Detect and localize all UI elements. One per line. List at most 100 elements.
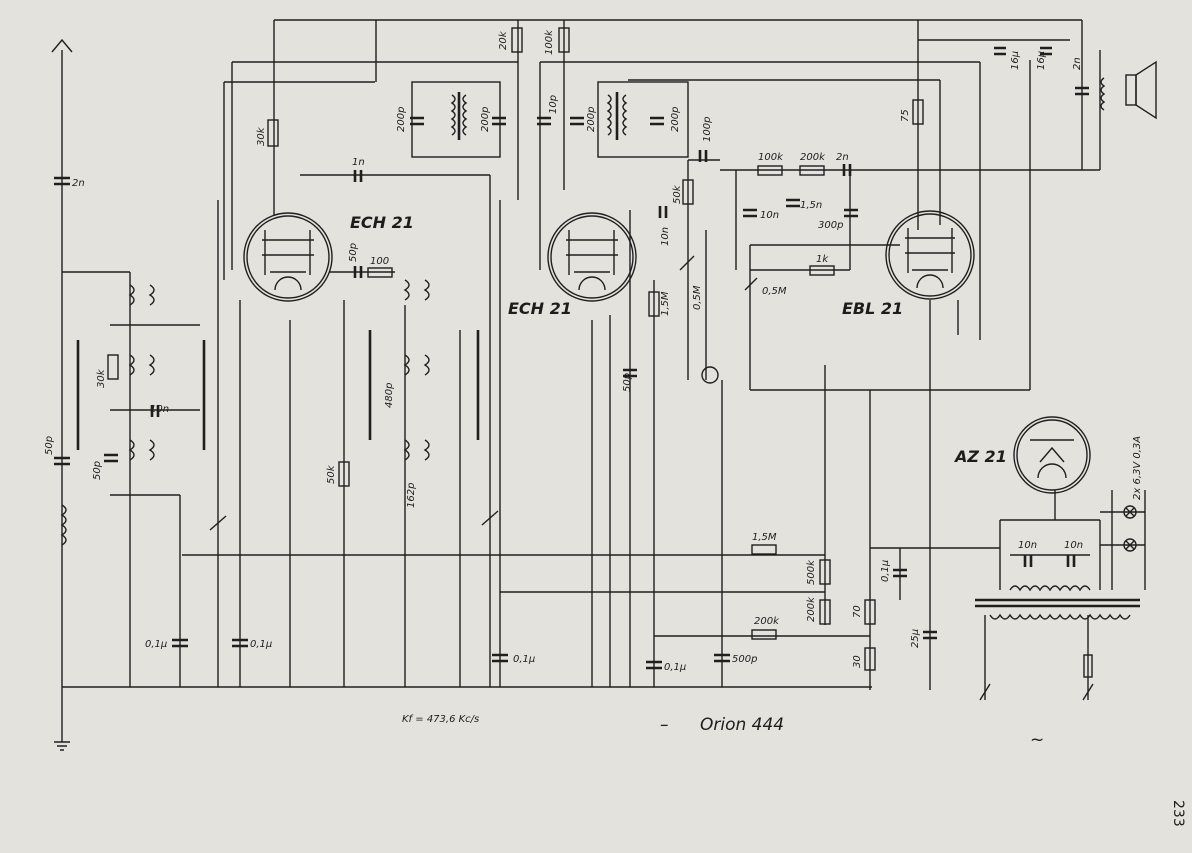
speaker-icon: [1100, 60, 1157, 120]
label-c-1n: 1n: [352, 157, 365, 168]
label-c-162p: 162p: [406, 483, 417, 508]
component-labels: 2n 50p 30k 10n 50p 0,1μ 0,1μ 30k 1n 50p …: [44, 29, 1143, 673]
label-r-75: 75: [900, 109, 911, 122]
label-c-50p-if: 50p: [348, 243, 359, 262]
ground-icon: [54, 700, 70, 751]
if-transformer-2: [597, 81, 689, 158]
label-lamps: 2x 6,3V 0,3A: [1132, 436, 1143, 500]
label-c-10n-ps2: 10n: [1064, 540, 1083, 551]
tube-az21: AZ 21: [953, 416, 1091, 494]
label-c-200p-4: 200p: [670, 107, 681, 132]
resistor-100k-af: [757, 165, 783, 176]
tube-label-ech21-2: ECH 21: [508, 299, 572, 318]
label-r-30k-osc: 30k: [96, 368, 107, 388]
label-c-10n-af: 10n: [760, 210, 779, 221]
fuse: [1083, 654, 1093, 678]
label-r-15m-agc: 1,5M: [752, 532, 777, 543]
label-c-10n-rf: 10n: [150, 404, 169, 415]
label-c-2n-ant: 2n: [72, 178, 85, 189]
label-r-20k: 20k: [498, 30, 509, 50]
label-c-01u-4: 0,1μ: [664, 662, 686, 673]
capacitors: [54, 46, 1089, 670]
tube-label-ech21-1: ECH 21: [350, 213, 414, 232]
resistor-20k: [511, 27, 523, 53]
label-c-200p-3: 200p: [586, 107, 597, 132]
resistor-500k: [819, 559, 831, 585]
label-r-70: 70: [852, 605, 863, 618]
label-r-50k-det: 50k: [672, 184, 683, 204]
resistor-200k-low: [751, 629, 777, 640]
mains-transformer: [975, 585, 1140, 620]
schematic-title: Orion 444: [700, 715, 784, 735]
resistor-30k-osc: [107, 354, 119, 380]
label-c-15n: 1,5n: [800, 200, 822, 211]
wiring: [61, 19, 1146, 700]
resistor-200k-af: [799, 165, 825, 176]
tube-ech21-2: ECH 21: [508, 212, 637, 318]
resistor-1k: [809, 265, 835, 276]
label-c-2n-out: 2n: [1072, 57, 1083, 70]
label-c-01u-3: 0,1μ: [513, 654, 535, 665]
label-c-25u: 25μ: [910, 629, 921, 648]
tube-ech21-1: ECH 21: [243, 212, 414, 302]
label-c-300p: 300p: [818, 220, 843, 231]
label-r-200k-low: 200k: [754, 616, 780, 627]
label-r-15m-det: 1,5M: [660, 291, 671, 316]
label-r-30k-top: 30k: [256, 126, 267, 146]
label-c-16u-a: 16μ: [1010, 51, 1021, 70]
label-c-10p: 10p: [548, 95, 559, 114]
pilot-lamps-icon: [1123, 505, 1137, 552]
resistor-200k-agc: [819, 599, 831, 625]
label-c-50p-det: 50p: [622, 373, 633, 392]
label-c-50p-rf: 50p: [92, 461, 103, 480]
resistors: [107, 27, 1093, 678]
title-dash: –: [660, 715, 669, 735]
label-r-30: 30: [852, 655, 863, 668]
label-r-50k: 50k: [326, 464, 337, 484]
label-c-10n-det: 10n: [660, 227, 671, 246]
rf-coils: [128, 279, 430, 461]
label-c-2n-af: 2n: [836, 152, 849, 163]
tube-label-ebl21: EBL 21: [842, 299, 903, 318]
resistor-1-5m-agc: [751, 544, 777, 555]
label-c-200p-2: 200p: [480, 107, 491, 132]
wave-switches: [76, 330, 480, 450]
label-c-01u-5: 0,1μ: [880, 560, 891, 582]
label-c-01u-2: 0,1μ: [250, 639, 272, 650]
resistor-75: [912, 99, 924, 125]
label-r-100k-top: 100k: [544, 29, 555, 55]
resistor-70: [864, 599, 876, 625]
mains-switch-icon: [979, 683, 1094, 701]
tube-ebl21: EBL 21: [842, 210, 975, 318]
resistor-50k: [338, 461, 350, 487]
page-number: 233: [1170, 800, 1186, 827]
label-c-01u-1: 0,1μ: [145, 639, 167, 650]
if-transformer-1: [411, 81, 501, 158]
label-c-16u-b: 16μ: [1036, 51, 1047, 70]
resistor-50k-det: [682, 179, 694, 205]
mains-symbol: ~: [1030, 730, 1044, 750]
variable-capacitors: [209, 255, 758, 531]
antenna-coil: [60, 504, 67, 546]
resistor-30: [864, 647, 876, 671]
label-c-500p: 500p: [732, 654, 757, 665]
label-c-200p-1: 200p: [396, 107, 407, 132]
tube-label-az21: AZ 21: [953, 447, 1007, 466]
label-r-100: 100: [370, 256, 389, 267]
label-r-100k-af: 100k: [758, 152, 784, 163]
label-c-10n-ps1: 10n: [1018, 540, 1037, 551]
label-c-50p-ant: 50p: [44, 436, 55, 455]
resistor-100k-top: [558, 27, 570, 53]
label-p-05m-vol: 0,5M: [762, 286, 787, 297]
if-frequency-note: Kf = 473,6 Kc/s: [402, 714, 479, 725]
resistor-30k-top: [267, 119, 279, 147]
label-c-100p: 100p: [702, 117, 713, 142]
resistor-1-5m-det: [648, 291, 660, 317]
label-r-1k: 1k: [816, 254, 829, 265]
antenna-icon: [51, 38, 73, 53]
resistor-100: [367, 267, 393, 278]
label-r-200k-agc: 200k: [806, 596, 817, 622]
label-r-200k-af: 200k: [800, 152, 826, 163]
label-r-500k: 500k: [806, 559, 817, 585]
